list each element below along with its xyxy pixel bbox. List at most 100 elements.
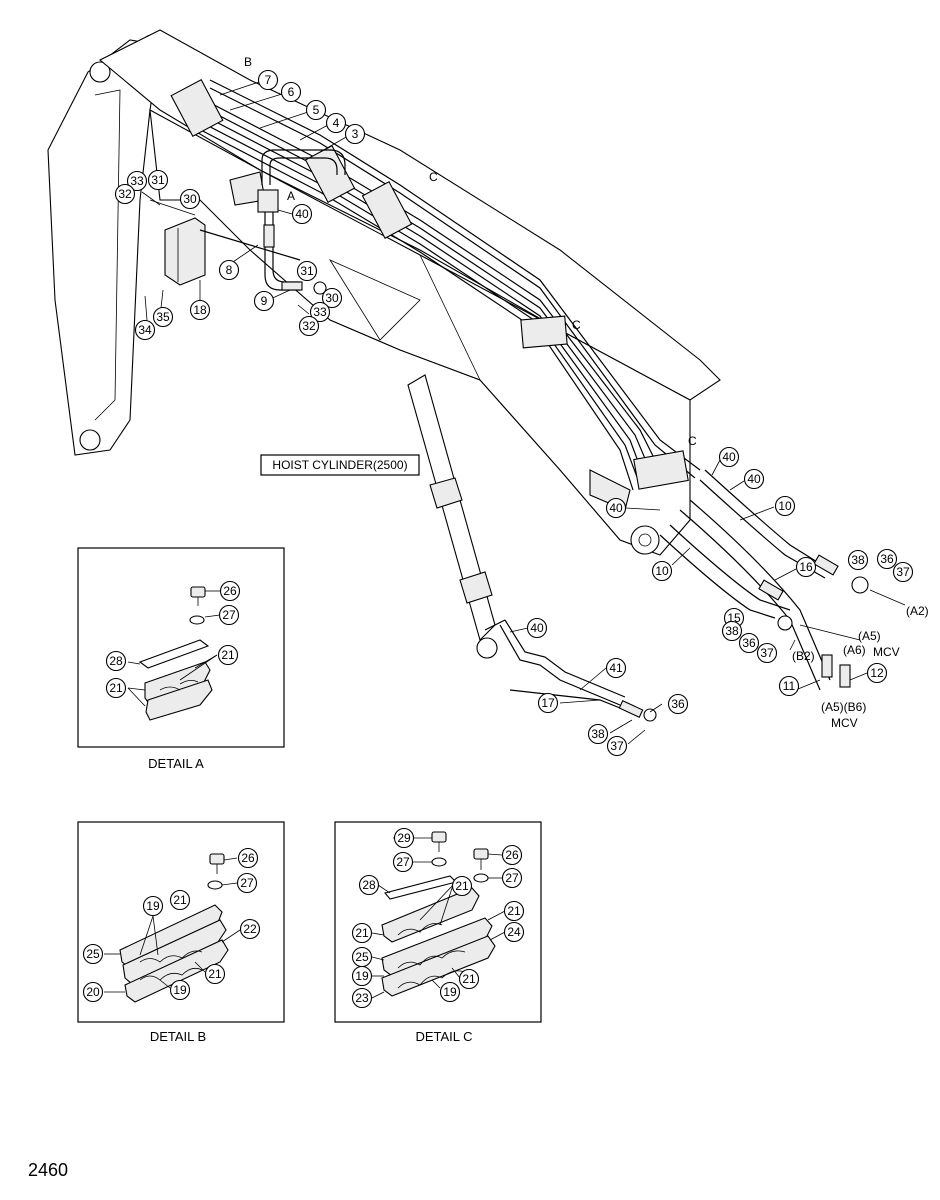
detail-b-callout-21-b: 21	[204, 963, 226, 985]
callout-circle	[179, 188, 201, 210]
callout-number: 41	[609, 661, 623, 675]
callout-number: 10	[655, 564, 669, 578]
port-label-a5b6: (A5)(B6)	[821, 700, 866, 714]
callout-circle	[847, 549, 869, 571]
callout-circle	[298, 315, 320, 337]
callout-number: 37	[896, 565, 910, 579]
detail-b-title: DETAIL B	[150, 1029, 206, 1044]
callout-number: 6	[288, 85, 295, 99]
detail-a-callout-21-b: 21	[105, 677, 127, 699]
leader-lines	[141, 81, 868, 745]
callout-number: 38	[591, 727, 605, 741]
callout-11: 11	[778, 675, 800, 697]
callout-circle	[257, 69, 279, 91]
detail-c-callout-24: 24	[503, 921, 525, 943]
callout-number: 8	[226, 263, 233, 277]
port-label-b2: (B2)	[792, 649, 815, 663]
callout-circle	[239, 918, 261, 940]
callout-number: 21	[221, 648, 235, 662]
callout-number: 33	[130, 174, 144, 188]
callout-circle	[667, 693, 689, 715]
detail-c-title: DETAIL C	[415, 1029, 472, 1044]
detail-c-callout-26: 26	[501, 844, 523, 866]
callout-number: 35	[156, 310, 170, 324]
detail-a-callout-27: 27	[218, 604, 240, 626]
detail-c-callout-27-a: 27	[392, 851, 414, 873]
callout-circle	[892, 561, 914, 583]
callout-number: 26	[505, 848, 519, 862]
callout-number: 30	[325, 291, 339, 305]
callout-40-e: 40	[526, 617, 548, 639]
callout-circle	[451, 875, 473, 897]
callout-number: 32	[118, 187, 132, 201]
callout-circle	[537, 692, 559, 714]
view-letter-c2: C	[572, 318, 581, 332]
callout-10-a: 10	[774, 495, 796, 517]
callout-number: 29	[397, 831, 411, 845]
callout-number: 21	[455, 879, 469, 893]
callout-number: 7	[265, 73, 272, 87]
callout-circle	[876, 548, 898, 570]
port-label-mcv-1: MCV	[873, 645, 900, 659]
callout-circle	[253, 290, 275, 312]
callout-number: 19	[443, 985, 457, 999]
callout-34: 34	[134, 319, 156, 341]
detail-c-callout-23: 23	[351, 987, 373, 1009]
callout-circle	[351, 922, 373, 944]
callout-circle	[105, 677, 127, 699]
view-letter-b: B	[244, 55, 252, 69]
callout-number: 26	[241, 851, 255, 865]
callout-37-a: 37	[892, 561, 914, 583]
callout-circle	[217, 644, 239, 666]
detail-c-callout-21-d: 21	[458, 968, 480, 990]
callout-number: 40	[722, 450, 736, 464]
callout-36-a: 36	[876, 548, 898, 570]
callout-number: 31	[300, 264, 314, 278]
callout-circle	[309, 301, 331, 323]
detail-a-callouts: 26 27 28 21 21	[105, 580, 241, 699]
callout-16: 16	[795, 556, 817, 578]
callout-number: 27	[222, 608, 236, 622]
callout-circle	[721, 620, 743, 642]
callout-circle	[795, 556, 817, 578]
port-label-mcv-2: MCV	[831, 716, 858, 730]
detail-c-callout-21-a: 21	[451, 875, 473, 897]
callout-circle	[114, 183, 136, 205]
callout-circle	[169, 889, 191, 911]
callout-4: 4	[325, 112, 347, 134]
view-letter-c3: C	[688, 434, 697, 448]
callout-circle	[296, 260, 318, 282]
callout-circle	[218, 604, 240, 626]
callout-number: 21	[355, 926, 369, 940]
detail-b-callout-22: 22	[239, 918, 261, 940]
callout-number: 4	[333, 116, 340, 130]
callout-36-b: 36	[738, 632, 760, 654]
detail-a-title: DETAIL A	[148, 756, 204, 771]
detail-c-callout-28: 28	[358, 874, 380, 896]
callout-37-c: 37	[606, 735, 628, 757]
callout-circle	[866, 662, 888, 684]
hoist-cylinder-label: HOIST CYLINDER(2500)	[260, 454, 420, 476]
callout-circle	[458, 968, 480, 990]
callout-number: 11	[783, 679, 796, 693]
callout-17: 17	[537, 692, 559, 714]
callout-circle	[237, 847, 259, 869]
callout-circle	[142, 895, 164, 917]
callout-35: 35	[152, 306, 174, 328]
callout-circle	[204, 963, 226, 985]
callout-number: 27	[505, 871, 519, 885]
callout-circle	[126, 170, 148, 192]
detail-b-callout-25: 25	[82, 943, 104, 965]
callout-circle	[756, 642, 778, 664]
callout-32-b: 32	[298, 315, 320, 337]
callout-circle	[778, 675, 800, 697]
callout-number: 19	[146, 899, 160, 913]
detail-a-callout-21-a: 21	[217, 644, 239, 666]
cylinder-hose	[499, 619, 657, 722]
callout-number: 36	[880, 552, 894, 566]
callout-number: 36	[671, 697, 685, 711]
callout-number: 26	[223, 584, 237, 598]
callout-circle	[280, 81, 302, 103]
callout-circle	[393, 827, 415, 849]
callout-number: 21	[173, 893, 187, 907]
